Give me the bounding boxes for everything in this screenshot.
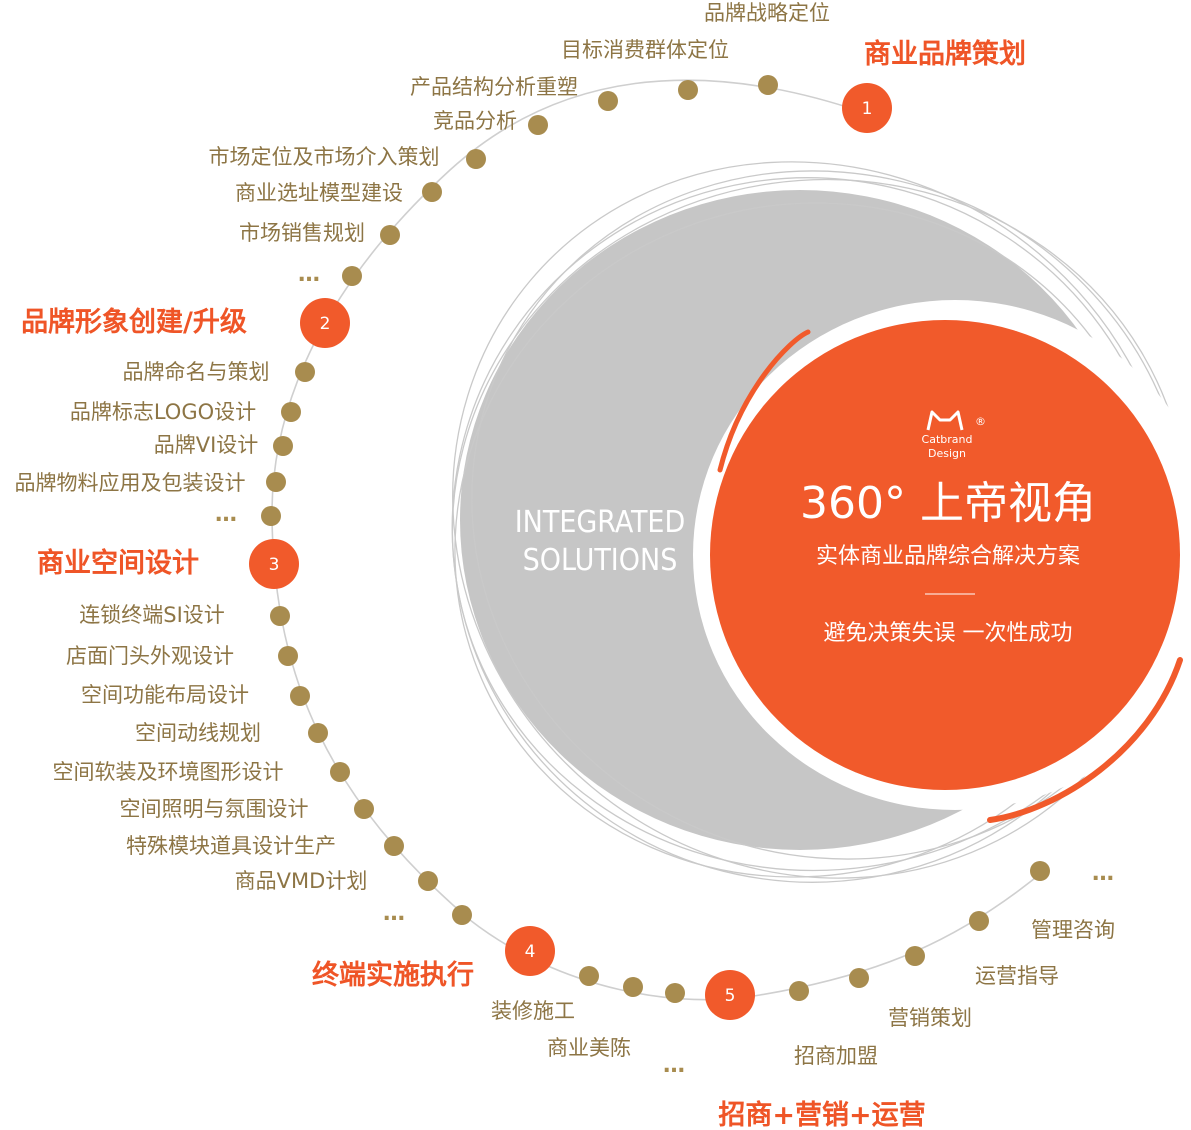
ellipsis-2: …: [215, 502, 239, 527]
dot: [295, 362, 315, 382]
item-ops-2: 营销策划: [888, 1006, 972, 1030]
dot: [278, 646, 298, 666]
ellipsis-5: …: [1092, 861, 1116, 886]
cat-ears-icon: [926, 410, 964, 431]
section-3-title: 商业空间设计: [37, 547, 199, 579]
item-space-3: 空间功能布局设计: [81, 683, 249, 707]
dot: [380, 225, 400, 245]
subtitle: 实体商业品牌综合解决方案: [816, 544, 1080, 569]
section-2-node: 2: [300, 298, 350, 348]
section-4-number: 4: [525, 942, 536, 962]
dot: [266, 472, 286, 492]
item-space-1: 连锁终端SI设计: [79, 603, 225, 627]
dot: [849, 968, 869, 988]
section-1-node: 1: [842, 83, 892, 133]
section-2-title: 品牌形象创建/升级: [21, 306, 247, 338]
dot: [342, 266, 362, 286]
dot: [623, 977, 643, 997]
dot: [273, 436, 293, 456]
dot: [354, 799, 374, 819]
registered-mark: ®: [975, 415, 986, 428]
ellipsis-1: …: [298, 262, 322, 287]
section-5-number: 5: [725, 986, 736, 1006]
slogan: 避免决策失误 一次性成功: [824, 621, 1073, 646]
section-3-number: 3: [269, 555, 280, 575]
dot: [270, 606, 290, 626]
dot: [466, 149, 486, 169]
section-1-title: 商业品牌策划: [864, 38, 1026, 70]
catbrand-logo: Catbrand Design ®: [922, 410, 986, 460]
dot: [308, 723, 328, 743]
item-space-7: 特殊模块道具设计生产: [126, 834, 336, 858]
dot: [281, 402, 301, 422]
dot: [789, 981, 809, 1001]
item-planning-2: 目标消费群体定位: [561, 38, 729, 62]
item-planning-5: 市场定位及市场介入策划: [209, 145, 440, 169]
dot: [598, 91, 618, 111]
item-planning-3: 产品结构分析重塑: [410, 75, 578, 99]
ellipsis-3: …: [383, 901, 407, 926]
dot: [905, 946, 925, 966]
dot: [758, 75, 778, 95]
dot: [384, 836, 404, 856]
dot: [290, 686, 310, 706]
section-2-number: 2: [320, 314, 331, 334]
item-space-8: 商品VMD计划: [235, 869, 368, 893]
section-5-node: 5: [705, 970, 755, 1020]
item-brand-3: 品牌VI设计: [154, 433, 259, 457]
section-4-node: 4: [505, 926, 555, 976]
dot: [528, 115, 548, 135]
logo-line-2: Design: [928, 447, 966, 460]
item-planning-1: 品牌战略定位: [704, 1, 830, 25]
dot: [579, 966, 599, 986]
item-planning-6: 商业选址模型建设: [235, 181, 403, 205]
item-planning-4: 竞品分析: [433, 109, 517, 133]
item-space-2: 店面门头外观设计: [66, 644, 234, 668]
dot: [330, 762, 350, 782]
orange-core: [710, 320, 1183, 823]
logo-line-1: Catbrand: [922, 433, 973, 446]
item-brand-4: 品牌物料应用及包装设计: [15, 471, 246, 495]
dot: [452, 905, 472, 925]
item-space-5: 空间软装及环境图形设计: [53, 760, 284, 784]
section-5-title: 招商+营销+运营: [718, 1100, 925, 1130]
item-space-6: 空间照明与氛围设计: [120, 797, 309, 821]
section-4-title: 终端实施执行: [312, 959, 474, 991]
orbit-track: [271, 79, 1046, 1001]
dot: [1030, 861, 1050, 881]
dot: [261, 506, 281, 526]
item-space-4: 空间动线规划: [135, 721, 261, 745]
dot: [422, 182, 442, 202]
integrated-line-1: INTEGRATED: [515, 505, 686, 540]
headline: 360° 上帝视角: [800, 478, 1096, 529]
item-exec-2: 商业美陈: [547, 1036, 631, 1060]
item-ops-4: 管理咨询: [1031, 918, 1115, 942]
item-planning-7: 市场销售规划: [239, 221, 365, 245]
dot: [678, 80, 698, 100]
item-ops-3: 运营指导: [975, 964, 1059, 988]
section-1-number: 1: [862, 99, 873, 119]
dot: [969, 911, 989, 931]
section-3-node: 3: [249, 539, 299, 589]
integrated-line-2: SOLUTIONS: [523, 543, 678, 578]
dot: [418, 871, 438, 891]
item-brand-1: 品牌命名与策划: [123, 360, 270, 384]
dot: [665, 983, 685, 1003]
item-exec-1: 装修施工: [491, 999, 575, 1023]
item-brand-2: 品牌标志LOGO设计: [70, 400, 256, 424]
ellipsis-4: …: [663, 1053, 687, 1078]
item-ops-1: 招商加盟: [794, 1044, 878, 1068]
